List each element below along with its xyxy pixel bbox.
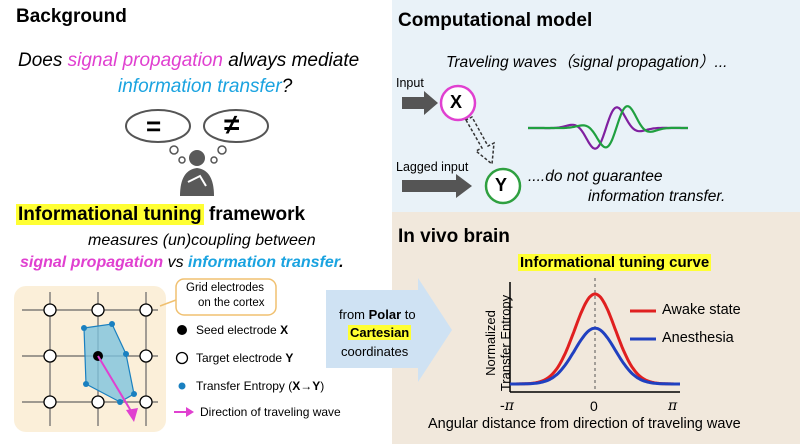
framework-line2: signal propagation vs information transf… — [20, 254, 344, 271]
traveling-wave-direction-icon — [174, 407, 194, 417]
model-waves-text: Traveling waves（signal propagation）... — [446, 54, 728, 71]
anesthesia-curve — [510, 326, 680, 386]
tuning-curve-title: Informational tuning curve — [518, 254, 712, 271]
lagged-input-label: Lagged input — [396, 160, 469, 174]
model-title: Computational model — [398, 10, 593, 31]
conversion-line3: coordinates — [341, 344, 409, 359]
legend-transfer-entropy: Transfer Entropy (X→Y) — [196, 379, 325, 393]
legend-target: Target electrode Y — [196, 351, 294, 365]
grid-callout-line1: Grid electrodes — [186, 282, 264, 294]
question-line2: information transfer? — [118, 76, 293, 97]
model-diagram — [402, 84, 522, 205]
legend-awake-label: Awake state — [662, 302, 741, 318]
tuning-chart — [509, 278, 680, 393]
legend-seed: Seed electrode X — [196, 323, 289, 337]
conversion-line1: from Polar to — [339, 307, 416, 322]
legend-wave-direction: Direction of traveling wave — [200, 405, 341, 419]
x-tick-pi: π — [668, 398, 678, 414]
framework-title: Informational tuning framework — [16, 204, 306, 225]
vivo-title: In vivo brain — [398, 226, 510, 247]
bubble-notequal-sign: ≠ — [224, 109, 240, 140]
legend-anesthesia-label: Anesthesia — [662, 330, 734, 346]
framework-line1: measures (un)coupling between — [88, 232, 316, 249]
model-conclusion-line2: information transfer. — [588, 188, 726, 205]
input-label: Input — [396, 76, 424, 90]
conversion-line2: Cartesian — [348, 325, 412, 340]
model-conclusion-line1: ....do not guarantee — [528, 168, 663, 185]
question-line1: Does signal propagation always mediate — [18, 50, 360, 71]
bubble-equal-sign: = — [146, 111, 162, 141]
x-axis-label: Angular distance from direction of trave… — [428, 416, 741, 432]
wave-green — [528, 105, 688, 149]
x-tick-neg-pi: -π — [500, 398, 514, 414]
target-electrode-icon — [175, 351, 189, 365]
seed-electrode-icon — [177, 325, 187, 335]
thinking-person-icon — [125, 109, 269, 196]
x-tick-zero: 0 — [590, 398, 598, 414]
node-x: X — [450, 92, 463, 112]
y-axis-label: Normalized Transfer Entropy — [483, 294, 513, 392]
background-title: Background — [16, 6, 127, 27]
grid-callout-line2: on the cortex — [198, 297, 265, 309]
electrode-grid — [22, 292, 158, 426]
transfer-entropy-icon — [178, 382, 186, 390]
node-y: Y — [495, 175, 508, 195]
grid-callout — [159, 278, 277, 316]
